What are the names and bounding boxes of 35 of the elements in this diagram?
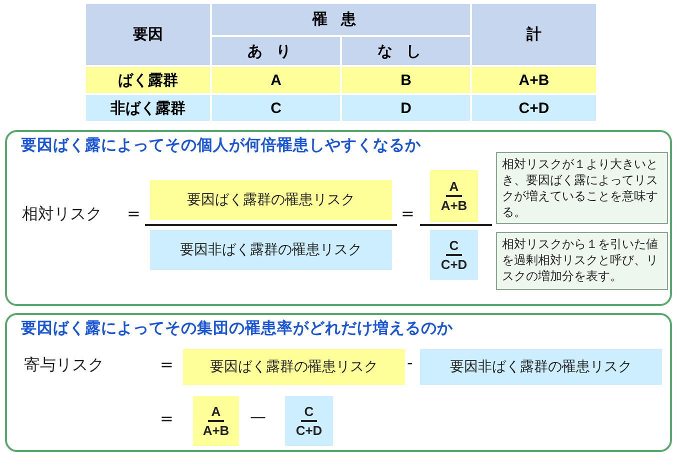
column-header: なし <box>342 37 470 65</box>
section-heading: 要因ばく露によってその集団の罹患率がどれだけ増えるのか <box>21 318 453 339</box>
column-header: あり <box>212 37 340 65</box>
section-panel <box>5 313 672 452</box>
exposed-risk-box: 要因ばく露群の罹患リスク <box>150 180 392 220</box>
section-panel <box>5 130 672 306</box>
exposed-risk-box: 要因ばく露群の罹患リスク <box>183 349 405 385</box>
table-cell: C <box>212 95 340 121</box>
unexposed-fraction-box: C C+D <box>285 396 333 446</box>
note-box: 相対リスクから１を引いた値を過剰相対リスクと呼び、リスクの増加分を表す。 <box>496 232 668 290</box>
exposed-fraction-box: A A+B <box>430 170 478 222</box>
formula-label: 寄与リスク <box>24 355 104 376</box>
table-cell: C+D <box>472 95 596 121</box>
table-cell: D <box>342 95 470 121</box>
column-header: 罹患 <box>212 4 470 35</box>
exposed-fraction-box: A A+B <box>193 396 239 446</box>
equals-sign: = <box>401 204 414 223</box>
unexposed-fraction-box: C C+D <box>430 230 478 280</box>
table-cell: B <box>342 67 470 93</box>
minus-sign: - <box>407 353 413 372</box>
equals-sign: = <box>160 409 174 428</box>
formula-label: 相対リスク <box>22 204 102 225</box>
column-header: 計 <box>472 4 596 65</box>
table-cell: A+B <box>472 67 596 93</box>
equals-sign: = <box>160 355 174 374</box>
row-header: 要因 <box>86 4 210 65</box>
unexposed-risk-box: 要因非ばく露群の罹患リスク <box>420 349 662 385</box>
row-header: 非ばく露群 <box>86 95 210 121</box>
row-header: ばく露群 <box>86 67 210 93</box>
minus-sign: — <box>250 407 266 426</box>
note-box: 相対リスクが１より大きいとき、要因ばく露によってリスクが増えていることを意味する。 <box>496 152 668 224</box>
table-cell: A <box>212 67 340 93</box>
section-heading: 要因ばく露によってその個人が何倍罹患しやすくなるか <box>21 135 421 156</box>
unexposed-risk-box: 要因非ばく露群の罹患リスク <box>150 230 392 270</box>
equals-sign: = <box>127 204 140 223</box>
